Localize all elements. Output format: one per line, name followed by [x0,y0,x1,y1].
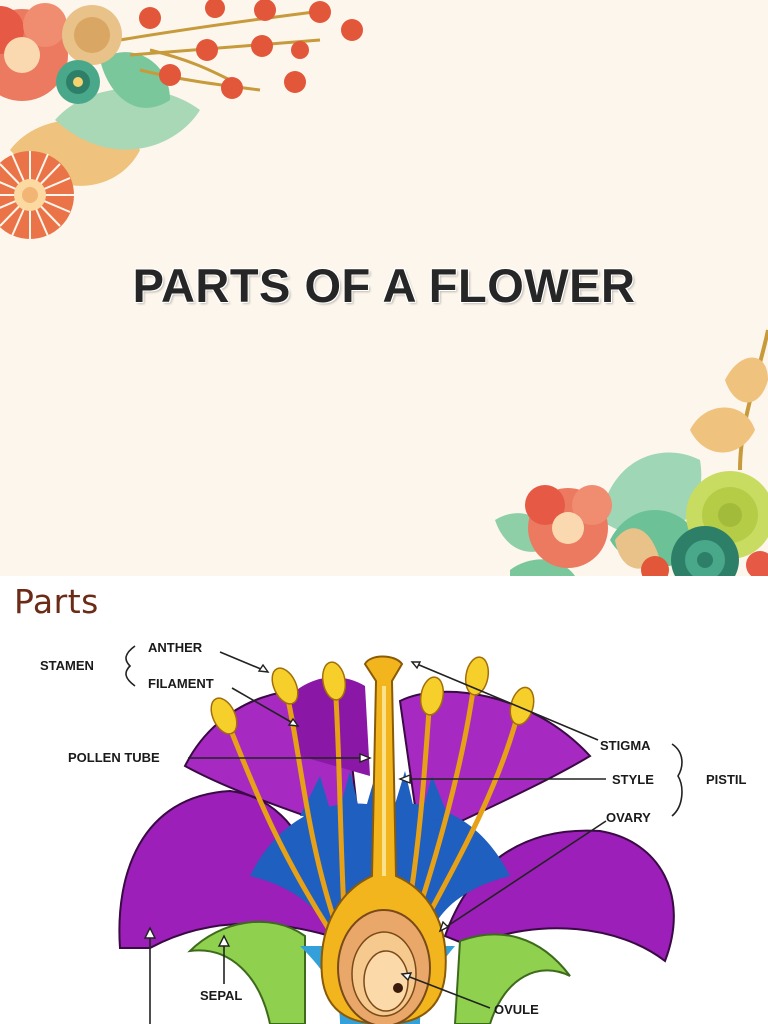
leaf-shape [55,88,200,150]
label-stigma: STIGMA [600,738,651,753]
label-filament: FILAMENT [148,676,214,691]
teal-flower-icon [56,60,100,104]
braces [125,645,683,817]
title-slide: PARTS OF A FLOWER [0,0,768,576]
coral-flower-icon [0,3,68,101]
label-style: STYLE [612,772,654,787]
label-pollen-tube: POLLEN TUBE [68,750,160,765]
berries [139,0,363,99]
parts-slide: Parts [0,576,768,1024]
flower-diagram: STAMEN ANTHER FILAMENT POLLEN TUBE STIGM… [40,640,747,1024]
label-sepal: SEPAL [200,988,242,1003]
label-stamen: STAMEN [40,658,94,673]
beige-flower-icon [62,5,122,65]
arrow-heads [143,661,450,982]
leaf-shape [100,52,170,108]
floral-decoration [0,0,768,576]
stamens [210,656,535,934]
bottom-right-floral [495,329,768,576]
slide-title: PARTS OF A FLOWER [132,259,636,312]
label-pistil: PISTIL [706,772,747,787]
orange-daisy-icon [0,151,74,239]
label-anther: ANTHER [148,640,203,655]
label-ovule: OVULE [494,1002,539,1017]
slide-heading: Parts [14,582,99,621]
stems [119,8,331,92]
pistil [320,655,447,1024]
label-ovary: OVARY [606,810,651,825]
